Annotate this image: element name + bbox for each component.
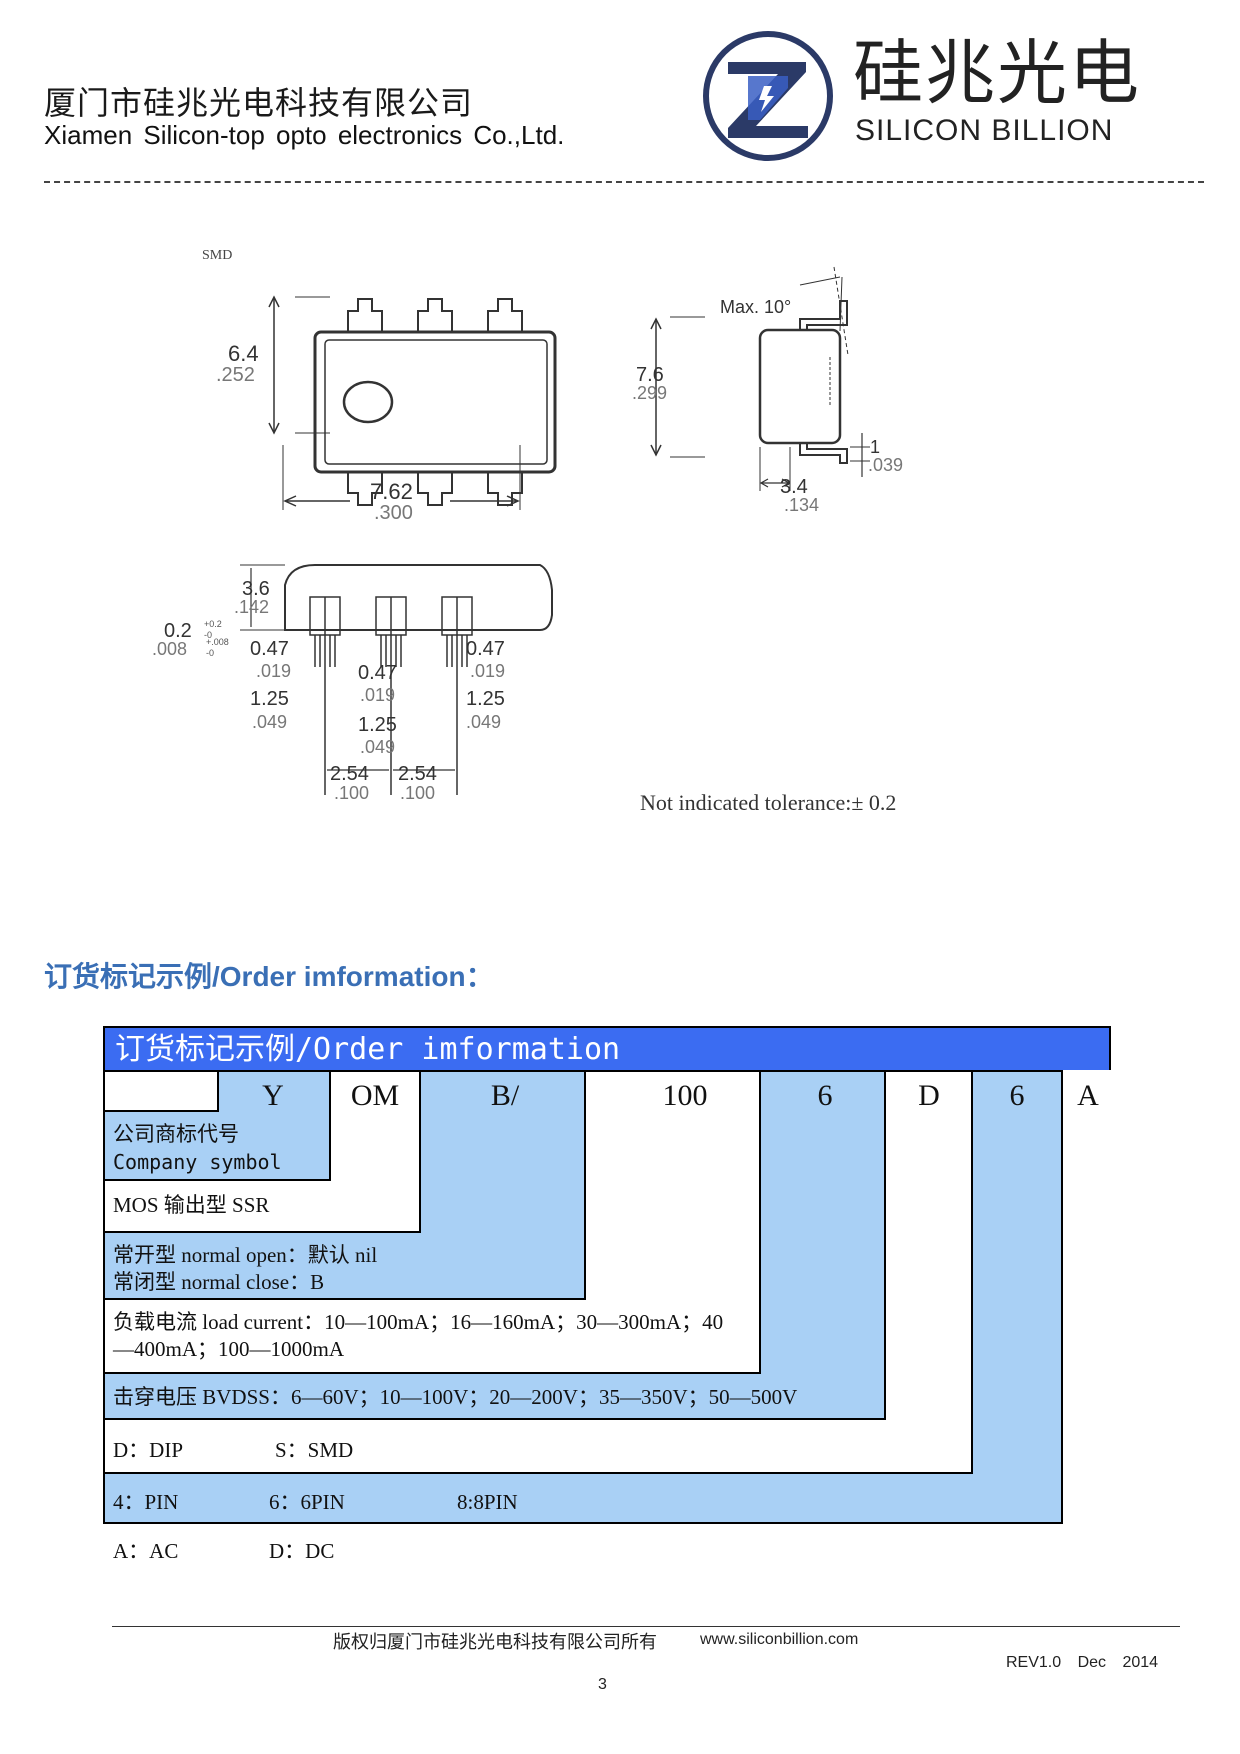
svg-text:3.4: 3.4 xyxy=(780,476,808,498)
pin-8: 8:8PIN xyxy=(457,1490,518,1514)
svg-text:1: 1 xyxy=(870,437,880,457)
company-name-cn: 厦门市硅兆光电科技有限公司 xyxy=(44,84,474,122)
code-100: 100 xyxy=(662,1079,708,1112)
svg-text:+.008: +.008 xyxy=(206,637,229,647)
package-smd: S：SMD xyxy=(275,1438,354,1462)
svg-text:1.25: 1.25 xyxy=(358,714,397,736)
pin-4: 4：PIN xyxy=(113,1490,179,1514)
footer-website-link[interactable]: www.siliconbillion.com xyxy=(700,1631,859,1648)
pin-6: 6：6PIN xyxy=(269,1490,345,1514)
code-b: B/ xyxy=(490,1079,520,1112)
order-table-header: 订货标记示例/Order imformation xyxy=(105,1028,1109,1072)
svg-text:.299: .299 xyxy=(632,383,667,403)
svg-text:.019: .019 xyxy=(470,661,505,681)
svg-text:0.2: 0.2 xyxy=(164,620,192,642)
svg-text:.252: .252 xyxy=(216,364,255,386)
svg-text:0.47: 0.47 xyxy=(358,662,397,684)
brand-name-en: SILICON BILLION xyxy=(855,114,1114,147)
footer-revision: REV1.0 Dec 2014 xyxy=(1006,1654,1159,1671)
svg-text:.019: .019 xyxy=(256,661,291,681)
svg-text:0.47: 0.47 xyxy=(250,638,289,660)
svg-text:7.6: 7.6 xyxy=(636,364,664,386)
logo-emblem-icon xyxy=(703,31,833,161)
code-6-voltage: 6 xyxy=(817,1079,833,1112)
svg-text:0.47: 0.47 xyxy=(466,638,505,660)
svg-text:2.54: 2.54 xyxy=(398,763,437,785)
svg-text:.142: .142 xyxy=(234,597,269,617)
svg-text:6.4: 6.4 xyxy=(228,341,259,366)
svg-text:.049: .049 xyxy=(252,712,287,732)
brand-name-cn: 硅兆光电 xyxy=(853,32,1141,114)
normal-open: 常开型 normal open：默认 nil xyxy=(113,1243,378,1267)
code-om: OM xyxy=(350,1079,400,1112)
svg-text:.100: .100 xyxy=(400,783,435,803)
svg-text:.008: .008 xyxy=(152,639,187,659)
mos-output: MOS 输出型 SSR xyxy=(113,1193,270,1217)
output-dc: D：DC xyxy=(269,1539,335,1563)
package-dip: D：DIP xyxy=(113,1438,184,1462)
code-6-pin: 6 xyxy=(1009,1079,1025,1112)
pin1-marker xyxy=(342,380,394,424)
page-number: 3 xyxy=(598,1676,607,1693)
svg-text:.019: .019 xyxy=(360,685,395,705)
header-divider xyxy=(44,181,1204,183)
svg-text:.049: .049 xyxy=(360,737,395,757)
company-symbol-en: Company symbol xyxy=(113,1150,282,1174)
package-dimension-drawing: SMD 6.4 .252 7.62 .300 Max. 10° 7.6 .299… xyxy=(152,248,903,815)
svg-text:+0.2: +0.2 xyxy=(204,619,222,629)
load-current-line1: 负载电流 load current：10—100mA；16—160mA；30—3… xyxy=(113,1310,724,1334)
svg-text:.300: .300 xyxy=(374,502,413,524)
section-title: 订货标记示例/Order imformation： xyxy=(44,961,494,992)
load-current-line2: —400mA；100—1000mA xyxy=(113,1337,344,1361)
package-label: SMD xyxy=(202,248,232,263)
svg-text:2.54: 2.54 xyxy=(330,763,369,785)
svg-text:.049: .049 xyxy=(466,712,501,732)
svg-text:.134: .134 xyxy=(784,495,819,515)
output-ac: A：AC xyxy=(113,1539,179,1563)
svg-text:1.25: 1.25 xyxy=(250,688,289,710)
svg-text:Max. 10°: Max. 10° xyxy=(720,297,791,317)
company-symbol-cn: 公司商标代号 xyxy=(113,1122,239,1146)
code-a-ac: A xyxy=(1077,1079,1099,1112)
svg-text:3.6: 3.6 xyxy=(242,578,270,600)
breakdown-voltage: 击穿电压 BVDSS：6—60V；10—100V；20—200V；35—350V… xyxy=(113,1385,798,1409)
company-name-en: Xiamen Silicon-top opto electronics Co.,… xyxy=(44,120,565,150)
svg-text:-0: -0 xyxy=(206,648,214,658)
order-information-table: 订货标记示例/Order imformation Y OM B/ 100 6 D… xyxy=(103,1026,1161,1574)
footer-copyright: 版权归厦门市硅兆光电科技有限公司所有 xyxy=(333,1632,657,1653)
tolerance-note: Not indicated tolerance:± 0.2 xyxy=(640,790,896,815)
normal-close: 常闭型 normal close：B xyxy=(113,1270,325,1294)
footer-divider xyxy=(112,1626,1180,1627)
svg-text:1.25: 1.25 xyxy=(466,688,505,710)
svg-text:.039: .039 xyxy=(868,455,903,475)
svg-text:-0: -0 xyxy=(204,630,212,640)
code-d-package: D xyxy=(918,1079,940,1112)
svg-text:.100: .100 xyxy=(334,783,369,803)
svg-text:7.62: 7.62 xyxy=(370,479,413,504)
code-y: Y xyxy=(262,1079,284,1112)
